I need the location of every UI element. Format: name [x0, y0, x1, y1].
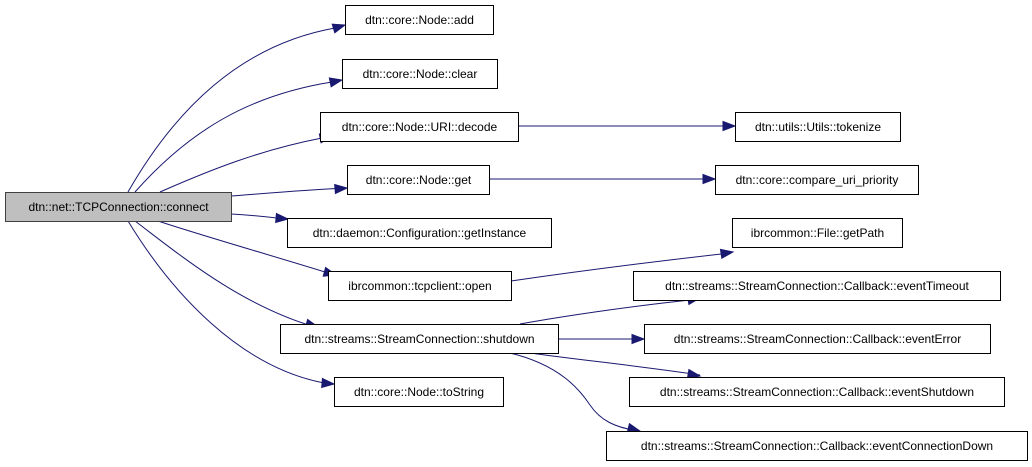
- node-eventError[interactable]: dtn::streams::StreamConnection::Callback…: [644, 324, 991, 354]
- arrowhead-icon: [275, 212, 290, 224]
- edge-connect-to-decode: [159, 137, 323, 193]
- node-add[interactable]: dtn::core::Node::add: [345, 5, 494, 35]
- node-box[interactable]: [347, 165, 490, 195]
- root-node[interactable]: dtn::net::TCPConnection::connect: [5, 192, 232, 222]
- node-box[interactable]: [320, 112, 519, 142]
- edge-connect-to-clear: [134, 81, 333, 193]
- node-shutdown[interactable]: dtn::streams::StreamConnection::shutdown: [280, 324, 559, 354]
- node-box[interactable]: [328, 271, 512, 301]
- edge-shutdown-to-eventConnectionDown: [509, 352, 641, 432]
- node-box[interactable]: [644, 324, 991, 354]
- node-label: dtn::streams::StreamConnection::Callback…: [674, 332, 961, 346]
- node-box[interactable]: [334, 377, 504, 407]
- node-label: dtn::streams::StreamConnection::Callback…: [665, 279, 969, 293]
- node-eventConnectionDown[interactable]: dtn::streams::StreamConnection::Callback…: [606, 431, 1028, 461]
- node-box[interactable]: [633, 271, 1001, 301]
- nodes-layer: dtn::net::TCPConnection::connectdtn::cor…: [5, 5, 1028, 461]
- node-label: dtn::core::Node::URI::decode: [342, 120, 498, 134]
- node-box[interactable]: [735, 112, 901, 142]
- arrowhead-icon: [719, 248, 735, 260]
- node-getPath[interactable]: ibrcommon::File::getPath: [732, 218, 903, 248]
- node-label: dtn::streams::StreamConnection::shutdown: [304, 332, 534, 346]
- node-getInstance[interactable]: dtn::daemon::Configuration::getInstance: [287, 218, 552, 248]
- arrowhead-icon: [722, 120, 737, 132]
- edges-layer: [127, 23, 737, 434]
- edge-connect-to-open: [157, 220, 326, 273]
- node-label: dtn::streams::StreamConnection::Callback…: [641, 439, 993, 453]
- edge-shutdown-to-eventTimeout: [519, 298, 701, 325]
- node-label: dtn::core::compare_uri_priority: [736, 173, 899, 187]
- arrowhead-icon: [328, 77, 344, 88]
- node-tokenize[interactable]: dtn::utils::Utils::tokenize: [735, 112, 901, 142]
- arrowhead-icon: [702, 173, 717, 185]
- node-box[interactable]: [287, 218, 552, 248]
- node-label: ibrcommon::tcpclient::open: [348, 279, 491, 293]
- edge-connect-to-get: [230, 187, 346, 197]
- node-decode[interactable]: dtn::core::Node::URI::decode: [320, 112, 519, 142]
- node-box[interactable]: [280, 324, 559, 354]
- edge-open-to-getPath: [510, 252, 731, 282]
- node-label: dtn::streams::StreamConnection::Callback…: [660, 385, 974, 399]
- node-eventTimeout[interactable]: dtn::streams::StreamConnection::Callback…: [633, 271, 1001, 301]
- node-open[interactable]: ibrcommon::tcpclient::open: [328, 271, 512, 301]
- node-label: dtn::core::Node::add: [365, 13, 474, 27]
- node-label: dtn::daemon::Configuration::getInstance: [313, 226, 527, 240]
- arrowhead-icon: [321, 377, 336, 389]
- edge-connect-to-toString: [127, 220, 331, 385]
- node-box[interactable]: [345, 5, 494, 35]
- node-box[interactable]: [732, 218, 903, 248]
- node-box[interactable]: [606, 431, 1028, 461]
- node-box[interactable]: [5, 192, 232, 222]
- edge-shutdown-to-eventShutdown: [529, 352, 701, 376]
- node-box[interactable]: [342, 59, 498, 89]
- node-label: dtn::net::TCPConnection::connect: [28, 200, 209, 214]
- node-get[interactable]: dtn::core::Node::get: [347, 165, 490, 195]
- node-box[interactable]: [715, 165, 919, 195]
- arrowhead-icon: [334, 183, 349, 195]
- node-label: dtn::core::Node::toString: [354, 385, 484, 399]
- node-label: dtn::core::Node::get: [366, 173, 472, 187]
- node-clear[interactable]: dtn::core::Node::clear: [342, 59, 498, 89]
- node-label: dtn::core::Node::clear: [363, 67, 478, 81]
- node-label: dtn::utils::Utils::tokenize: [755, 120, 881, 134]
- node-box[interactable]: [629, 377, 1005, 407]
- arrowhead-icon: [331, 23, 347, 34]
- edge-connect-to-shutdown: [134, 220, 316, 328]
- node-label: ibrcommon::File::getPath: [751, 226, 884, 240]
- node-eventShutdown[interactable]: dtn::streams::StreamConnection::Callback…: [629, 377, 1005, 407]
- node-compare[interactable]: dtn::core::compare_uri_priority: [715, 165, 919, 195]
- arrowhead-icon: [631, 333, 646, 345]
- node-toString[interactable]: dtn::core::Node::toString: [334, 377, 504, 407]
- edge-connect-to-add: [127, 27, 336, 193]
